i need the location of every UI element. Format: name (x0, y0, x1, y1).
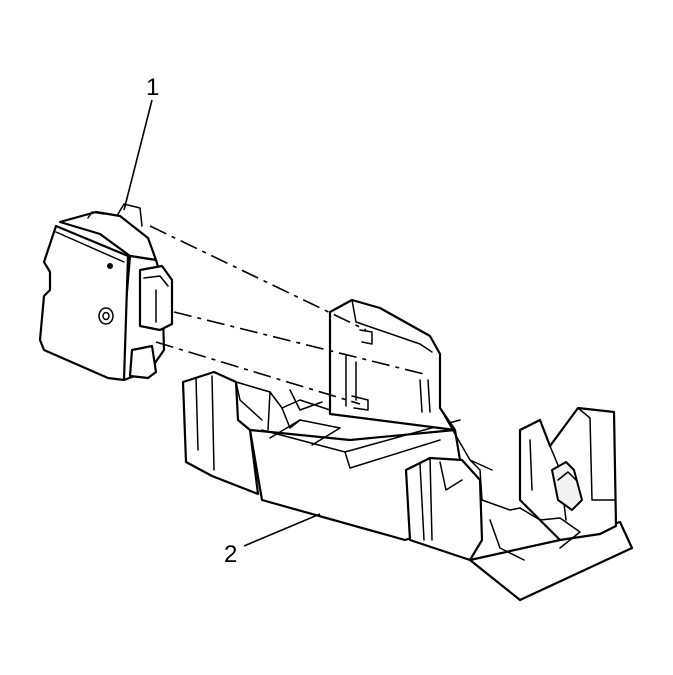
alignment-lines (149, 225, 425, 405)
mounting-hole-icon (98, 307, 114, 325)
indicator-dot-icon (107, 263, 113, 269)
mounting-bracket (181, 298, 634, 602)
leader-line-2 (243, 513, 321, 547)
callout-label-2: 2 (224, 541, 238, 568)
callout-label-1: 1 (146, 74, 160, 101)
leader-line-1 (123, 99, 153, 211)
control-module (38, 203, 174, 382)
